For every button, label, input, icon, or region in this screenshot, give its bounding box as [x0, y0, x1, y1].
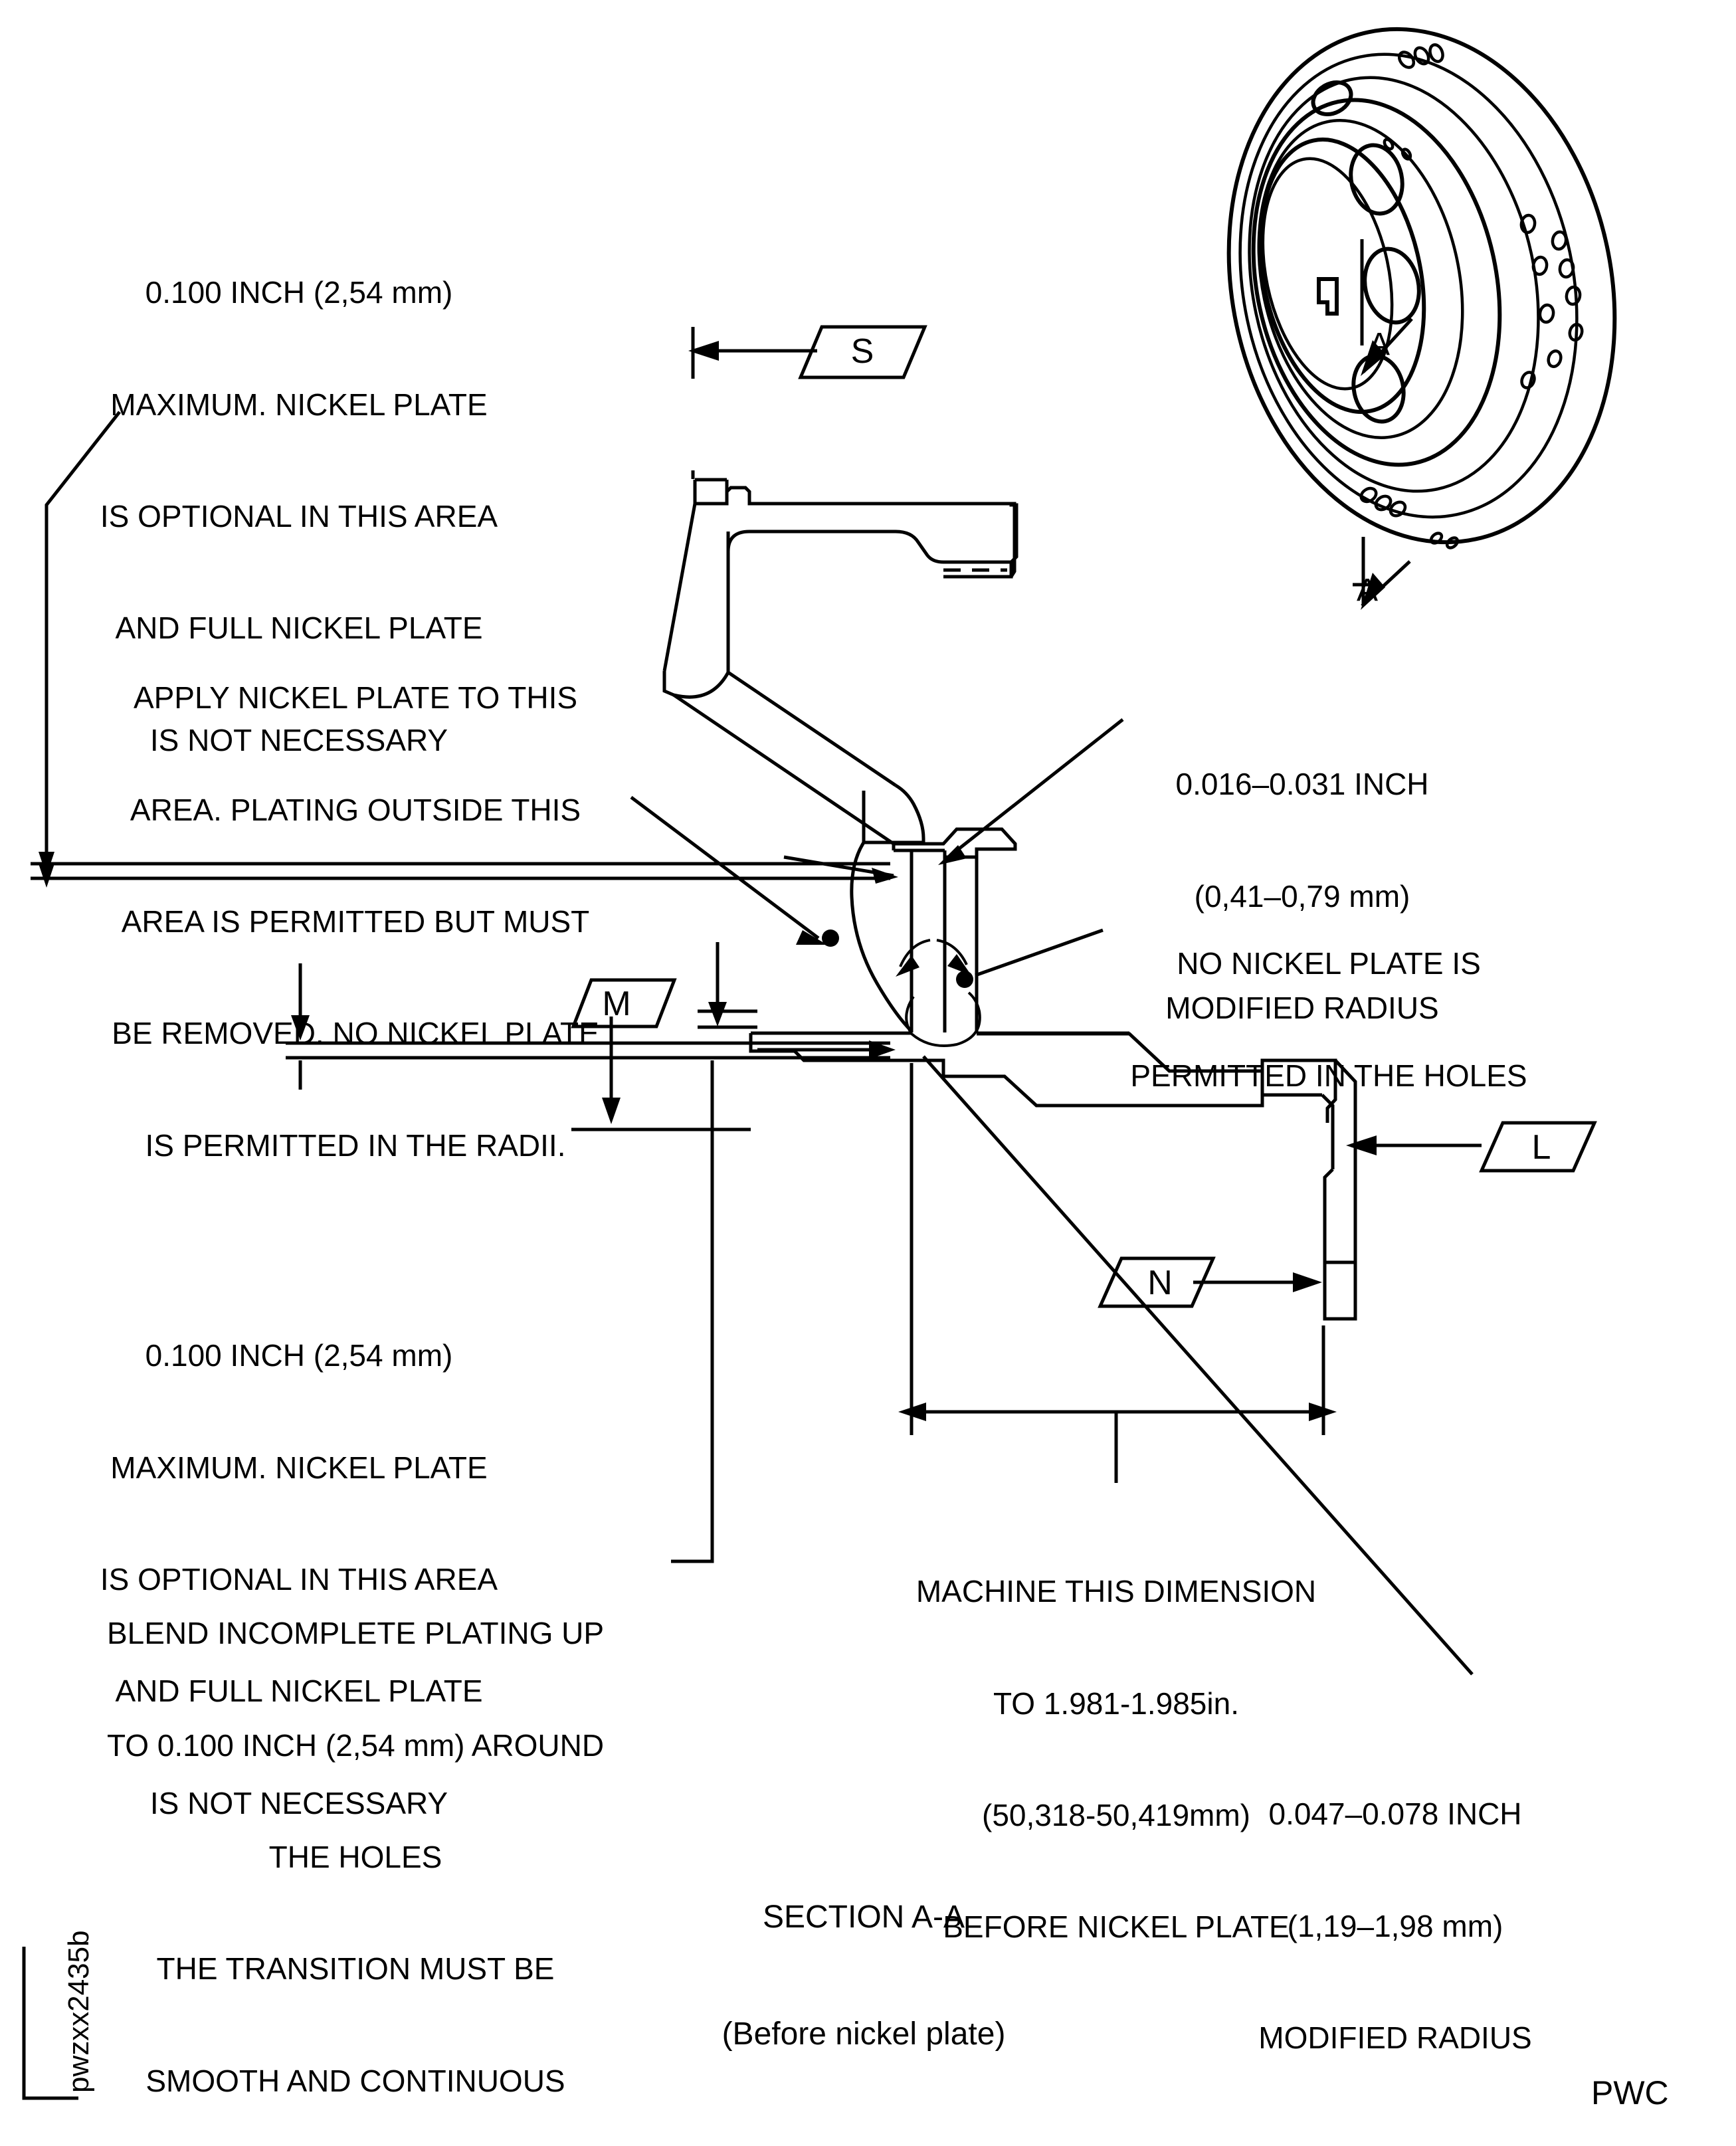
- section-title-block: SECTION A-A (Before nickel plate): [638, 1820, 1090, 2131]
- iso-section-label-a-bottom: A: [1357, 573, 1379, 608]
- note-no-plate-in-holes: NO NICKEL PLATE IS PERMITTED IN THE HOLE…: [1090, 870, 1568, 1169]
- note-mr-lower-line-1: 0.047–0.078 INCH: [1268, 1797, 1522, 1832]
- note-mr-upper-line-3: MODIFIED RADIUS: [1165, 990, 1439, 1025]
- note-mid-left-line-5: IS NOT NECESSARY: [149, 1785, 448, 1820]
- note-top-left-line-3: IS OPTIONAL IN THIS AREA: [100, 498, 498, 534]
- figure-id-label: pwzxx2435b: [62, 1930, 95, 2093]
- note-blend-line-2: TO 0.100 INCH (2,54 mm) AROUND: [106, 1727, 605, 1763]
- note-top-left-line-1: 0.100 INCH (2,54 mm): [145, 275, 453, 310]
- flag-label-n: N: [1147, 1264, 1173, 1302]
- note-mr-upper-line-2: (0,41–0,79 mm): [1194, 878, 1410, 914]
- note-apply-line-1: APPLY NICKEL PLATE TO THIS: [133, 680, 578, 716]
- note-top-left-line-4: AND FULL NICKEL PLATE: [115, 611, 483, 646]
- flag-shape-n: [1098, 1256, 1216, 1308]
- note-blend-line-4: THE TRANSITION MUST BE: [156, 1951, 555, 1987]
- note-machine-line-3: (50,318-50,419mm): [982, 1797, 1250, 1832]
- note-machine-dimension: MACHINE THIS DIMENSION TO 1.981-1.985in.…: [864, 1498, 1369, 2020]
- note-top-left: 0.100 INCH (2,54 mm) MAXIMUM. NICKEL PLA…: [53, 199, 545, 833]
- note-mid-left-line-1: 0.100 INCH (2,54 mm): [145, 1338, 453, 1373]
- note-mr-upper-line-1: 0.016–0.031 INCH: [1175, 767, 1429, 802]
- flag-symbols: [571, 325, 1597, 1308]
- note-blend-line-5: SMOOTH AND CONTINUOUS: [145, 2063, 565, 2098]
- note-apply-line-3: AREA IS PERMITTED BUT MUST: [121, 904, 590, 939]
- flag-label-m: M: [602, 985, 631, 1023]
- section-title: SECTION A-A: [762, 1900, 965, 1935]
- note-top-left-line-2: MAXIMUM. NICKEL PLATE: [110, 387, 488, 422]
- iso-section-label-a-top: A: [1369, 327, 1391, 362]
- isometric-part-view: [1226, 27, 1617, 610]
- note-blend-incomplete-plating: BLEND INCOMPLETE PLATING UP TO 0.100 INC…: [40, 1540, 671, 2146]
- note-blend-line-3: THE HOLES: [268, 1839, 442, 1874]
- note-apply-line-4: BE REMOVED. NO NICKEL PLATE: [112, 1016, 599, 1051]
- figure-corner-mark: [22, 1947, 78, 2100]
- note-machine-line-4: BEFORE NICKEL PLATE: [943, 1909, 1290, 1945]
- section-subtitle: (Before nickel plate): [722, 2016, 1006, 2052]
- note-top-left-line-5: IS NOT NECESSARY: [149, 722, 448, 757]
- note-holes-line-1: NO NICKEL PLATE IS: [1177, 946, 1481, 981]
- note-modified-radius-upper: 0.016–0.031 INCH (0,41–0,79 mm) MODIFIED…: [1129, 691, 1475, 1101]
- note-apply-line-2: AREA. PLATING OUTSIDE THIS: [130, 792, 581, 827]
- dimension-and-leader-lines: [31, 327, 1482, 1676]
- note-mr-lower-line-2: (1,19–1,98 mm): [1287, 1908, 1503, 1943]
- note-apply-line-5: IS PERMITTED IN THE RADII.: [145, 1127, 566, 1163]
- note-apply-nickel-plate: APPLY NICKEL PLATE TO THIS AREA. PLATING…: [60, 605, 651, 1238]
- note-mr-lower-line-3: MODIFIED RADIUS: [1258, 2020, 1532, 2055]
- flag-shape-s: [798, 325, 927, 379]
- note-blend-line-1: BLEND INCOMPLETE PLATING UP: [106, 1616, 605, 1651]
- note-modified-radius-lower: 0.047–0.078 INCH (1,19–1,98 mm) MODIFIED…: [1216, 1721, 1575, 2131]
- flag-shape-m: [571, 978, 677, 1028]
- note-mid-left-line-3: IS OPTIONAL IN THIS AREA: [100, 1561, 498, 1597]
- note-machine-line-2: TO 1.981-1.985in.: [993, 1686, 1239, 1721]
- flag-shape-l: [1479, 1121, 1597, 1173]
- note-holes-line-2: PERMITTED IN THE HOLES: [1130, 1058, 1527, 1093]
- flag-label-s: S: [850, 332, 874, 371]
- note-mid-left: 0.100 INCH (2,54 mm) MAXIMUM. NICKEL PLA…: [53, 1262, 545, 1896]
- note-mid-left-line-4: AND FULL NICKEL PLATE: [115, 1674, 483, 1709]
- note-mid-left-line-2: MAXIMUM. NICKEL PLATE: [110, 1450, 488, 1485]
- publisher-label: PWC: [1591, 2074, 1669, 2111]
- flag-label-l: L: [1531, 1128, 1551, 1167]
- note-machine-line-1: MACHINE THIS DIMENSION: [916, 1574, 1317, 1609]
